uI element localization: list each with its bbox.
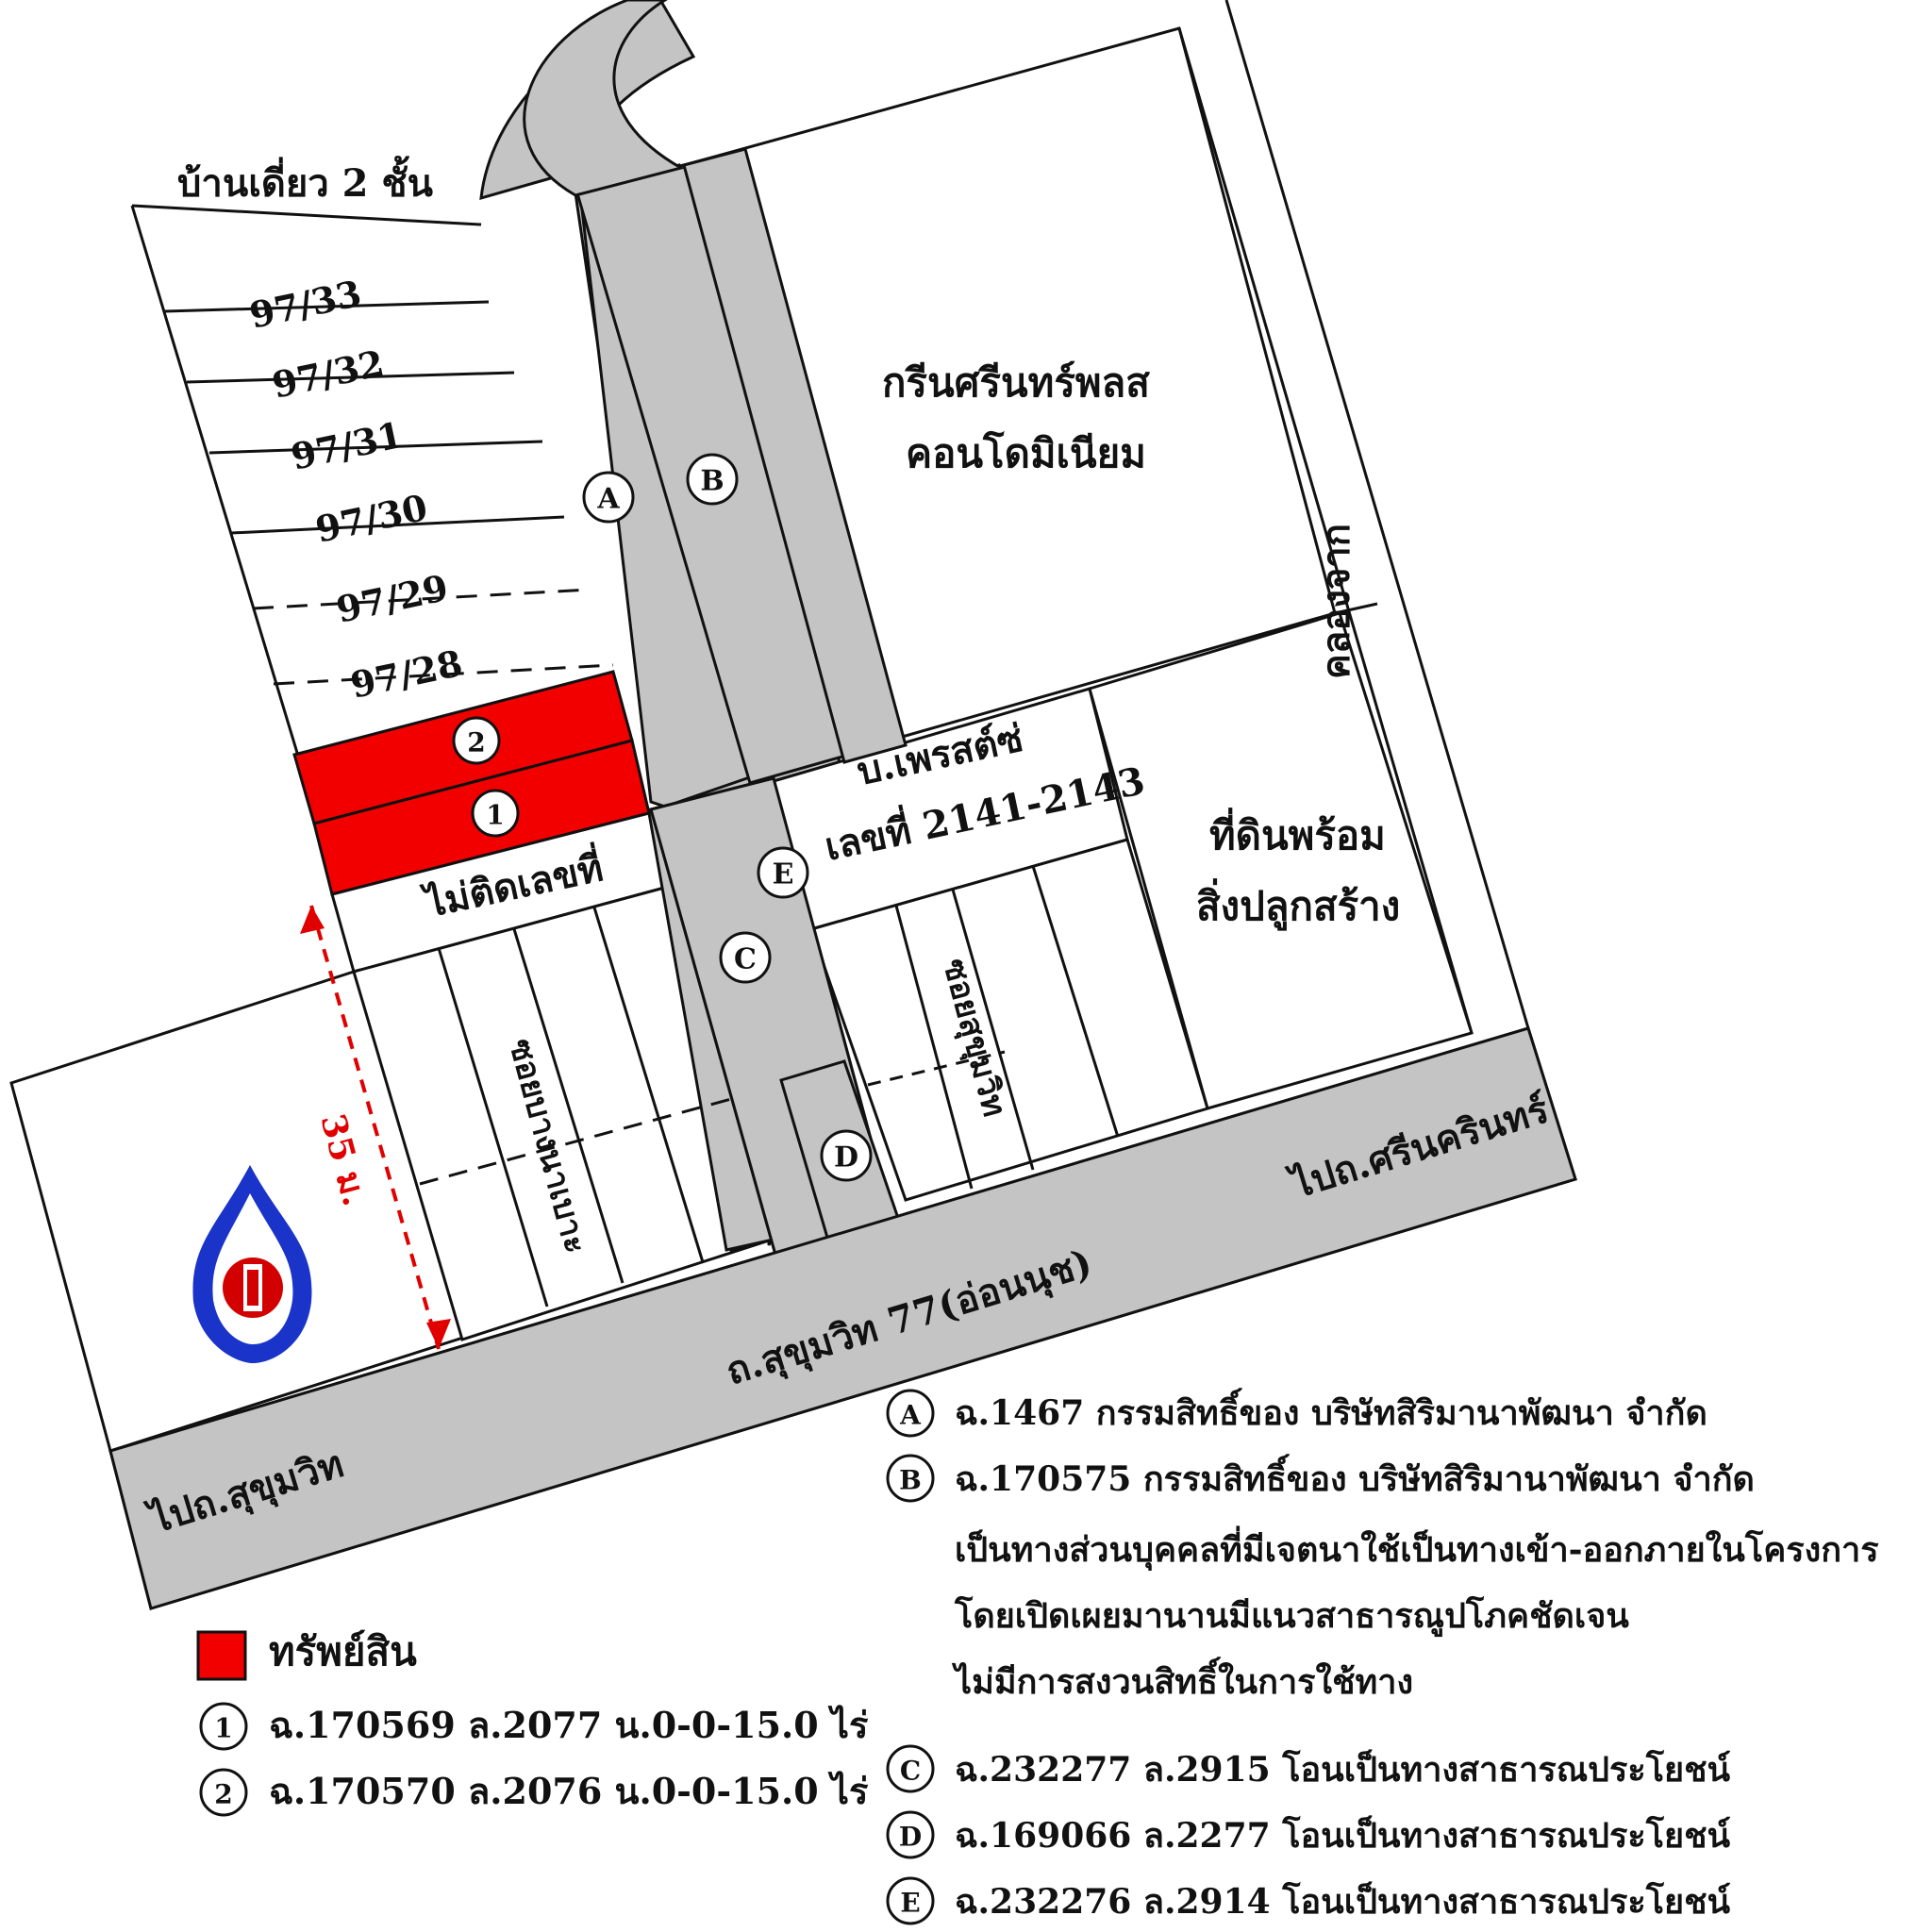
shophouse-divider [951,889,1035,1171]
condo-label-1: กรีนศรีนทร์พลส [882,359,1150,406]
svg-text:E: E [773,858,794,891]
legend-asset-swatch [196,1630,247,1681]
soi-left-arrow-line [419,1097,732,1186]
svg-text:2: 2 [214,1779,232,1810]
condo-label-2: คอนโดมิเนียม [906,430,1146,476]
marker-2[interactable]: 2 [452,716,501,765]
lot-line [230,515,565,535]
legend-marker-1: 1 [199,1702,248,1751]
lot-label-97-31: 97/31 [288,413,407,478]
svg-text:A: A [899,1400,922,1431]
note-b-cont-3: ไม่มีการสงวนสิทธิ์ในการใช้ทาง [951,1657,1413,1702]
marker-b[interactable]: B [686,453,739,506]
note-d: ฉ.169066 ล.2277 โอนเป็นทางสาธารณประโยชน์ [955,1814,1731,1856]
note-b-cont-2: โดยเปิดเผยมานานมีแนวสาธารณูปโภคชัดเจน [954,1595,1629,1638]
road-a-top-curve [523,0,685,197]
svg-text:B: B [899,1465,922,1496]
lot-label-97-33: 97/33 [246,272,365,337]
note-b-cont-1: เป็นทางส่วนบุคคลที่มีเจตนาใช้เป็นทางเข้า… [955,1525,1879,1572]
svg-text:C: C [900,1756,921,1787]
svg-text:2: 2 [467,727,485,758]
road-b[interactable] [682,147,908,764]
lot-label-97-28: 97/28 [347,641,466,707]
lot-label-97-30: 97/30 [312,486,431,551]
lot-line [208,440,543,455]
lot-dashed-line [252,588,591,610]
svg-text:D: D [834,1141,858,1174]
land-label-1: ที่ดินพร้อม [1209,808,1386,858]
marker-a[interactable]: A [582,471,635,524]
marker-c[interactable]: C [719,931,772,984]
shophouse-divider [592,907,705,1263]
legend-item-2: ฉ.170570 ล.2076 น.0-0-15.0 ไร่ [269,1770,869,1812]
dimension-arrow-top [300,906,325,934]
shophouse-divider [1031,865,1120,1138]
land-label-2: สิ่งปลูกสร้าง [1196,878,1400,931]
svg-text:E: E [900,1888,920,1919]
ptt-gas-station-logo-icon [192,1165,312,1363]
dimension-line [309,905,441,1350]
canal-inner-line [1177,27,1474,1034]
soi-right-arrow-line [867,1050,1006,1087]
svg-text:1: 1 [486,800,504,831]
canal-line [1224,0,1530,1029]
lot-dashed-line [273,663,614,686]
svg-text:1: 1 [214,1713,232,1744]
main-road-top [108,1026,1577,1610]
lot-label-97-32: 97/32 [269,341,388,407]
marker-1[interactable]: 1 [471,789,520,838]
house-2storey-label: บ้านเดี่ยว 2 ชั้น [177,156,433,206]
lot-label-97-29: 97/29 [333,566,452,631]
lot-line [164,300,490,313]
house-top-line [131,204,482,226]
svg-text:C: C [734,943,757,976]
note-marker-c: C [886,1744,935,1793]
legend-item-1: ฉ.170569 ล.2077 น.0-0-15.0 ไร่ [269,1704,869,1746]
shophouse-divider [437,947,549,1307]
shophouse-divider [894,905,974,1190]
note-marker-b: B [886,1454,935,1503]
legend-asset-label: ทรัพย์สิน [269,1628,417,1674]
note-e: ฉ.232276 ล.2914 โอนเป็นทางสาธารณประโยชน์ [955,1880,1731,1922]
note-marker-e: E [886,1876,935,1925]
lot-line [186,371,515,384]
note-marker-d: D [886,1810,935,1859]
land-with-buildings-parcel [1088,611,1474,1110]
lot-line [1334,602,1378,615]
dimension-arrow-bottom [426,1319,451,1349]
canal-label: คลองจาก [1314,524,1358,679]
svg-text:D: D [899,1822,922,1853]
note-a: ฉ.1467 กรรมสิทธิ์ของ บริษัทสิริมานาพัฒนา… [955,1388,1707,1433]
note-c: ฉ.232277 ล.2915 โอนเป็นทางสาธารณประโยชน์ [955,1748,1731,1790]
marker-e[interactable]: E [757,846,809,899]
svg-text:B: B [700,465,724,498]
note-marker-a: A [886,1389,935,1438]
legend-marker-2: 2 [199,1768,248,1817]
shophouse-divider [512,928,625,1284]
note-b: ฉ.170575 กรรมสิทธิ์ของ บริษัทสิริมานาพัฒ… [955,1454,1755,1499]
marker-d[interactable]: D [820,1129,873,1182]
svg-text:A: A [596,483,620,516]
